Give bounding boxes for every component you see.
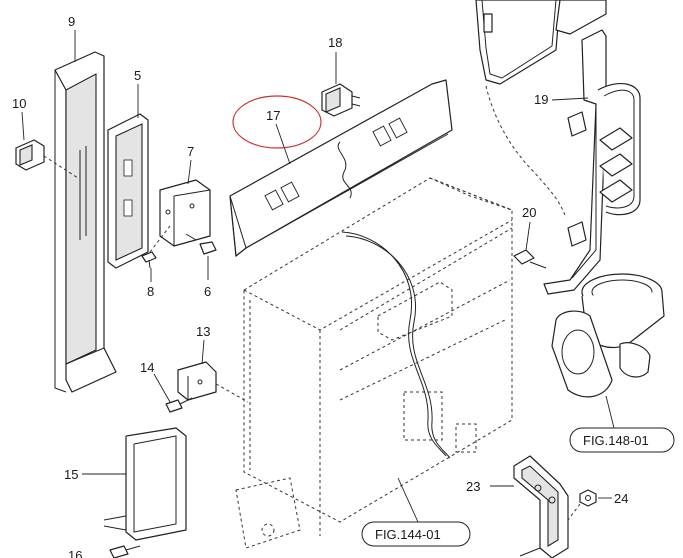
pipe-fitting-assembly [551, 273, 665, 398]
part-6-screw [185, 233, 217, 255]
label-part-8: 8 [147, 284, 154, 299]
main-enclosure-box [235, 177, 513, 549]
label-part-20: 20 [522, 205, 536, 220]
top-right-duct [475, 0, 607, 85]
leader-14 [153, 373, 171, 403]
leader-17 [275, 123, 291, 165]
label-part-5: 5 [134, 68, 141, 83]
part-7-bracket [159, 179, 211, 247]
highlight-ellipse-17 [232, 95, 322, 149]
label-part-10: 10 [12, 96, 26, 111]
fig148-ref-text: FIG.148-01 [583, 433, 649, 448]
leader-20 [525, 221, 531, 251]
fig148-ref-badge[interactable] [569, 427, 675, 453]
label-part-18: 18 [328, 35, 342, 50]
label-part-7: 7 [187, 144, 194, 159]
part-16-screw [109, 545, 141, 558]
label-part-16: 16 [68, 548, 82, 558]
part-24-nut [579, 489, 597, 507]
part-8-screw [141, 251, 157, 269]
part-15-handle [103, 427, 187, 541]
fig144-ref-badge[interactable] [361, 521, 471, 547]
part-5-bracket [107, 113, 149, 269]
label-part-19: 19 [534, 92, 548, 107]
part-13-bracket [177, 361, 217, 401]
leader-19 [551, 97, 589, 101]
label-part-17: 17 [266, 108, 280, 123]
label-part-14: 14 [140, 360, 154, 375]
leader-fig144 [397, 477, 419, 523]
part-19-frame [543, 29, 641, 295]
part-17-rail-panel [229, 79, 453, 257]
leader-7 [187, 159, 192, 185]
part-18-connector [321, 83, 361, 117]
label-part-15: 15 [64, 467, 78, 482]
part-10-clip [15, 139, 45, 171]
part-9-trim-panel [54, 51, 117, 393]
cable-harness [341, 231, 447, 457]
label-part-6: 6 [204, 284, 211, 299]
leader-10 [21, 111, 25, 141]
label-part-9: 9 [68, 14, 75, 29]
part-20-bolt [513, 249, 547, 269]
dash-10 [43, 155, 79, 179]
leader-fig148 [605, 395, 615, 429]
fig144-ref-text: FIG.144-01 [375, 527, 441, 542]
part-14-screw [165, 397, 193, 413]
leader-13 [201, 339, 205, 365]
dash-duct [485, 85, 567, 219]
label-part-13: 13 [196, 324, 210, 339]
label-part-24: 24 [614, 491, 628, 506]
part-23-bracket [513, 455, 569, 558]
label-part-23: 23 [466, 479, 480, 494]
